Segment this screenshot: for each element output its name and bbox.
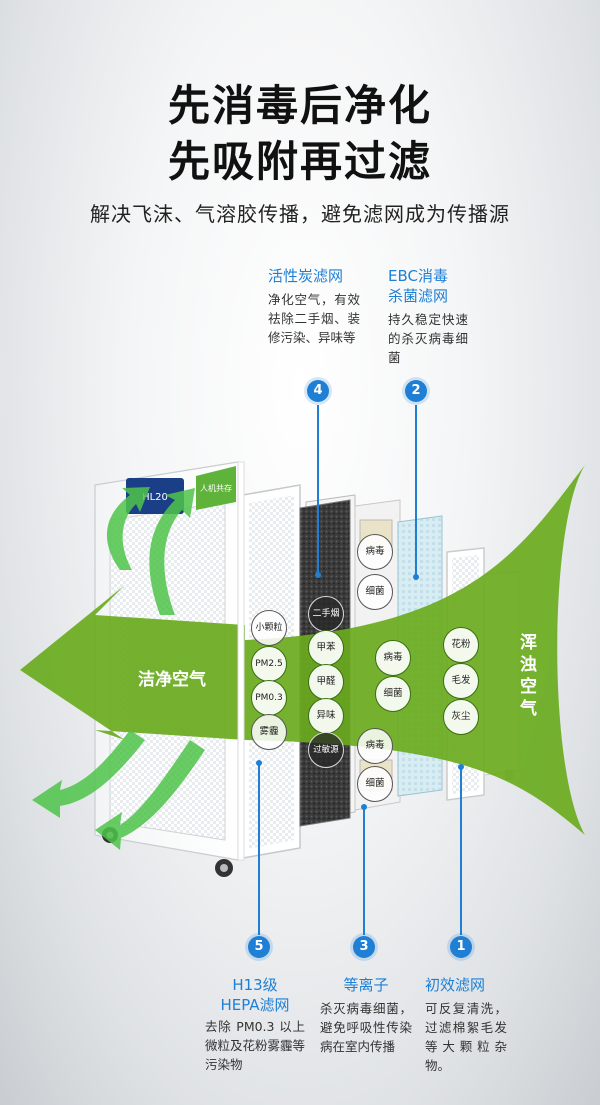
ebc-bacteria-mid: 细菌	[375, 676, 411, 712]
callout-line-4	[317, 405, 319, 573]
callout-number-1: 1	[450, 936, 472, 958]
headline-line-1: 先消毒后净化	[167, 81, 432, 130]
purifier-exploded-view: HL20 人机共存	[20, 461, 585, 877]
feature-ebc-desc: 持久稳定快速的杀灭病毒细菌	[388, 312, 468, 365]
dirty-air-label: 浑浊空气	[520, 633, 537, 719]
pollutant-hair: 毛发	[443, 663, 479, 699]
feature-carbon-title: 活性炭滤网	[268, 267, 344, 285]
callout-dot-4	[315, 572, 321, 578]
callout-number-5: 5	[248, 936, 270, 958]
feature-carbon: 活性炭滤网 净化空气，有效祛除二手烟、装修污染、异味等	[268, 266, 360, 347]
ebc-bacteria-top: 细菌	[357, 574, 393, 610]
hepa-pm25: PM2.5	[251, 646, 287, 682]
feature-primary-desc: 可反复清洗，过滤棉絮毛发等大颗粒杂物。	[425, 1001, 507, 1073]
feature-primary-title: 初效滤网	[425, 976, 486, 994]
callout-dot-1	[458, 764, 464, 770]
carbon-odor: 异味	[308, 698, 344, 734]
feature-plasma-title: 等离子	[343, 976, 389, 994]
callout-line-1	[460, 769, 462, 935]
callout-number-2: 2	[405, 380, 427, 402]
carbon-smoke: 二手烟	[308, 596, 344, 632]
feature-hepa: H13级 HEPA滤网 去除 PM0.3 以上微粒及花粉雾霾等污染物	[205, 975, 305, 1074]
callout-number-3: 3	[353, 936, 375, 958]
feature-hepa-title-1: H13级	[232, 976, 278, 994]
feature-carbon-desc: 净化空气，有效祛除二手烟、装修污染、异味等	[268, 292, 360, 345]
clean-air-label: 洁净空气	[138, 670, 206, 690]
callout-number-4: 4	[307, 380, 329, 402]
callout-line-3	[363, 809, 365, 935]
carbon-formaldehyde: 甲醛	[308, 664, 344, 700]
hepa-small-particles: 小颗粒	[251, 610, 287, 646]
badge-text: 人机共存	[200, 483, 232, 493]
outflow-arrows	[32, 487, 205, 850]
callout-dot-2	[413, 574, 419, 580]
feature-ebc-title-2: 杀菌滤网	[388, 287, 449, 305]
screen-reading: HL20	[142, 492, 168, 503]
headline-line-2: 先吸附再过滤	[167, 137, 432, 186]
ebc-bacteria-bottom: 细菌	[357, 766, 393, 802]
callout-dot-5	[256, 760, 262, 766]
subheadline: 解决飞沫、气溶胶传播，避免滤网成为传播源	[90, 202, 510, 226]
feature-primary: 初效滤网 可反复清洗，过滤棉絮毛发等大颗粒杂物。	[425, 975, 507, 1075]
callout-dot-3	[361, 804, 367, 810]
hepa-pm03: PM0.3	[251, 680, 287, 716]
feature-ebc: EBC消毒 杀菌滤网 持久稳定快速的杀灭病毒细菌	[388, 266, 468, 367]
carbon-toluene: 甲苯	[308, 630, 344, 666]
feature-hepa-title-2: HEPA滤网	[220, 996, 290, 1014]
hepa-smog: 雾霾	[251, 714, 287, 750]
feature-plasma: 等离子 杀灭病毒细菌，避免呼吸性传染病在室内传播	[320, 975, 412, 1056]
feature-ebc-title-1: EBC消毒	[388, 267, 448, 285]
ebc-virus-top: 病毒	[357, 534, 393, 570]
ebc-virus-bottom: 病毒	[357, 728, 393, 764]
carbon-allergen: 过敏源	[308, 732, 344, 768]
feature-plasma-desc: 杀灭病毒细菌，避免呼吸性传染病在室内传播	[320, 1001, 412, 1054]
callout-line-5	[258, 765, 260, 935]
badge-panel	[196, 466, 236, 510]
callout-line-2	[415, 405, 417, 575]
ebc-virus-mid: 病毒	[375, 640, 411, 676]
feature-hepa-desc: 去除 PM0.3 以上微粒及花粉雾霾等污染物	[205, 1019, 306, 1072]
pollutant-pollen: 花粉	[443, 627, 479, 663]
pollutant-dust: 灰尘	[443, 699, 479, 735]
